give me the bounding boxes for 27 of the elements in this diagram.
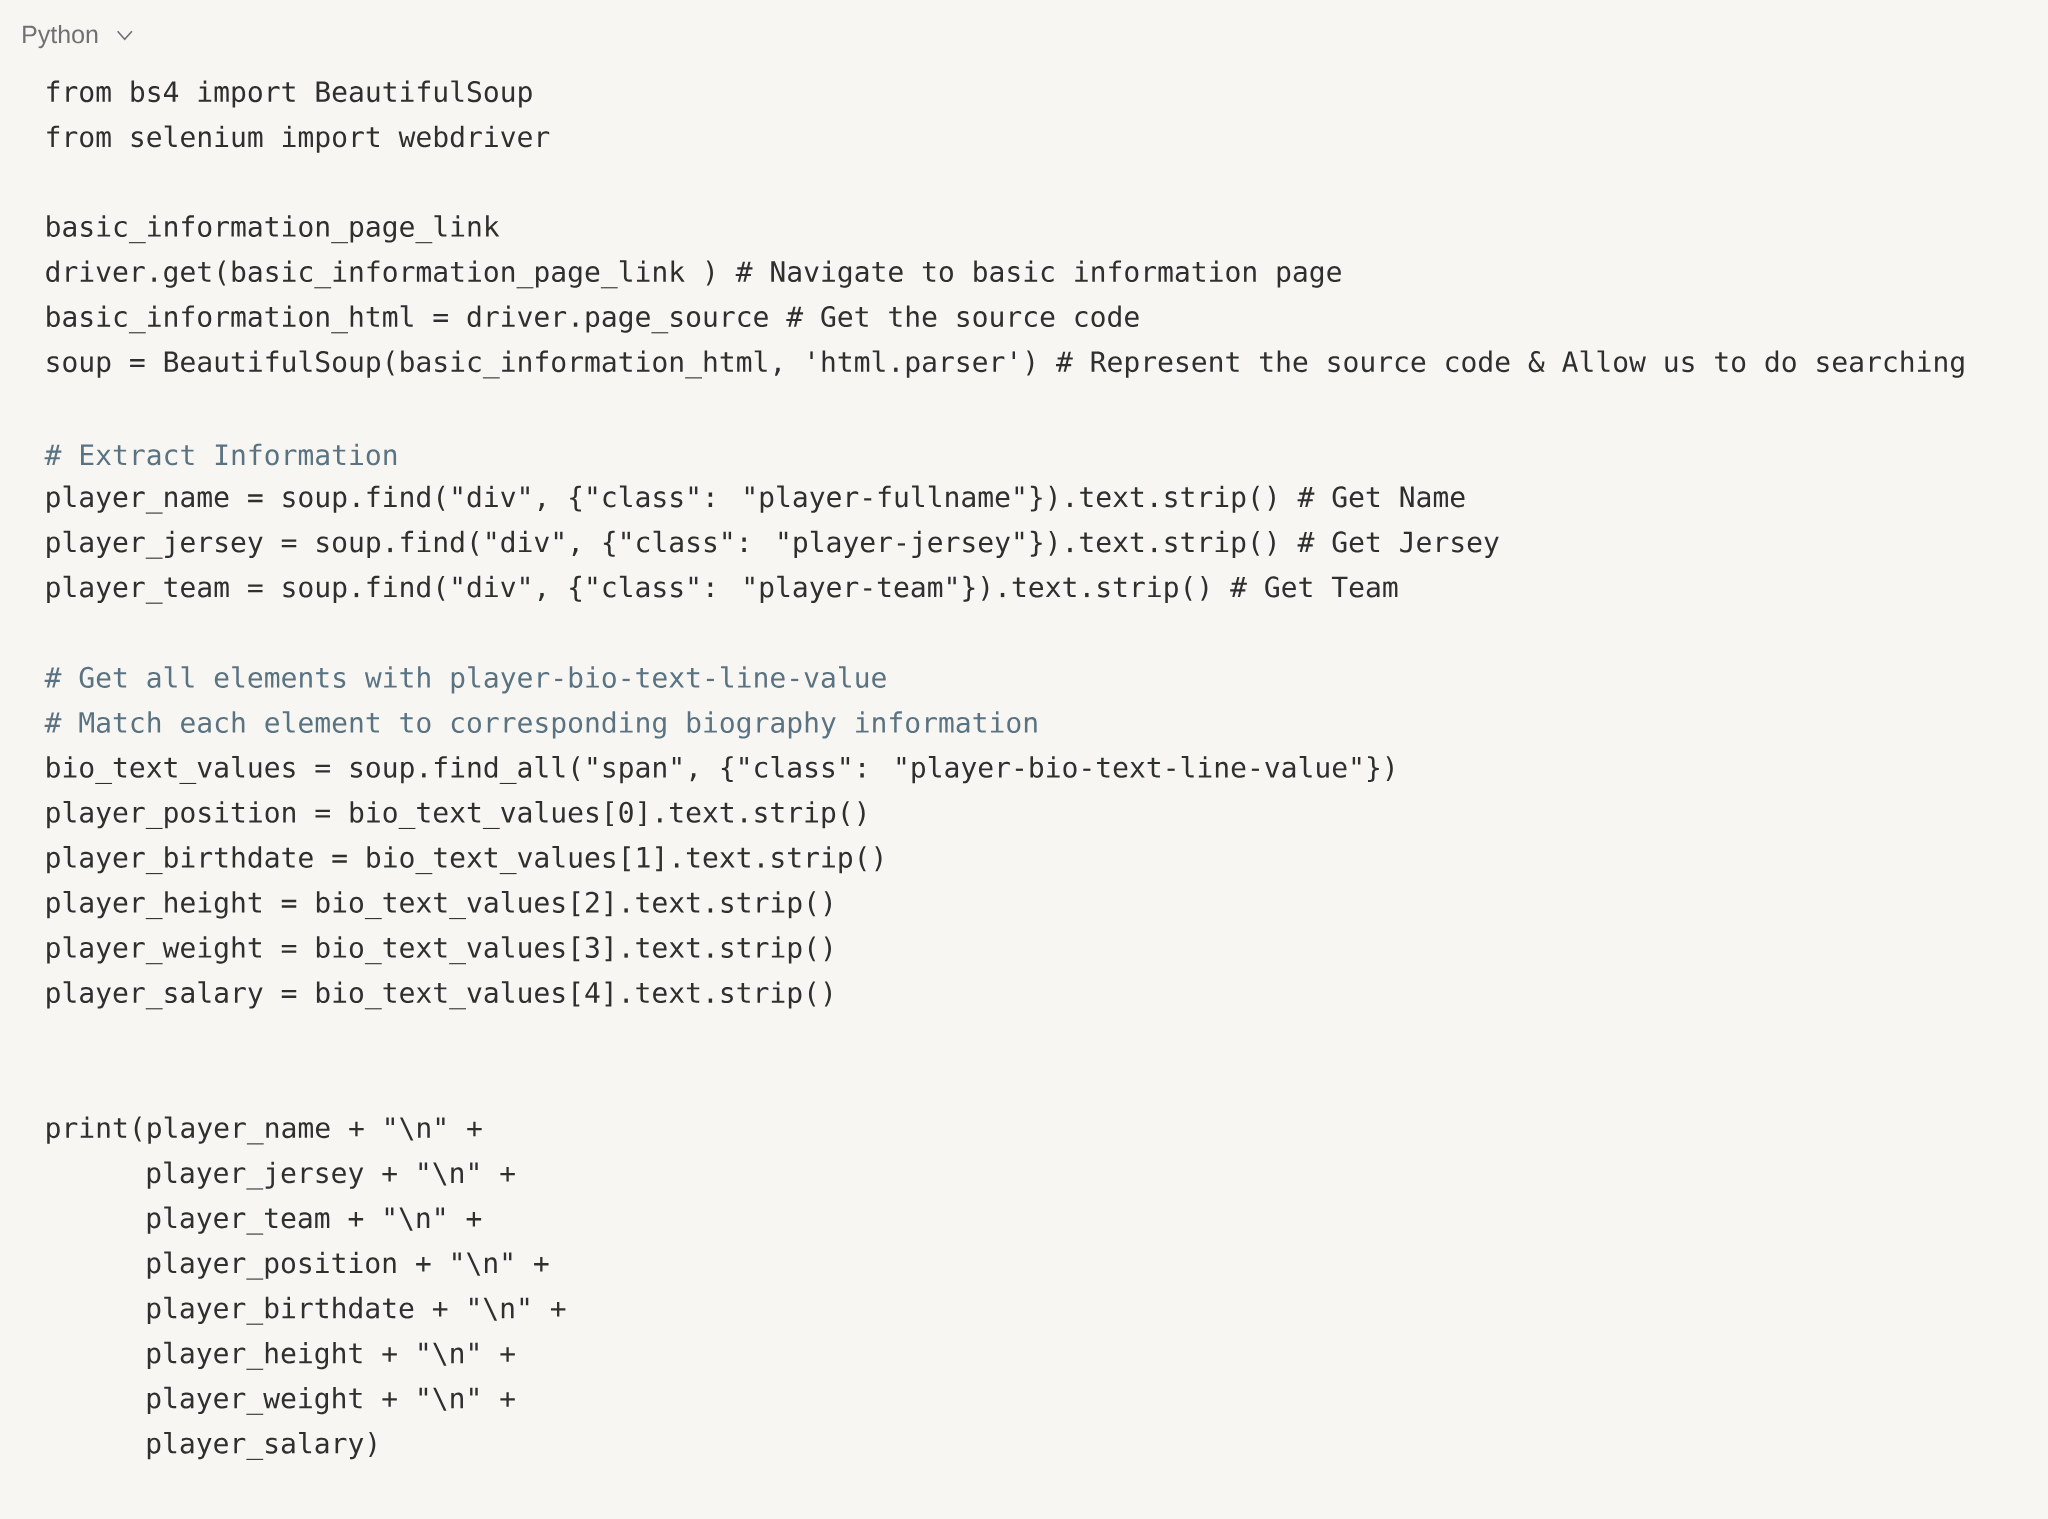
- code-line: from selenium import webdriver: [47, 125, 550, 153]
- code-line: player_height + "\n" +: [147, 1341, 515, 1370]
- code-line: player_team = soup.find("div", {"class": "player-team"}).text.strip() # Get Team: [47, 575, 1398, 604]
- code-line: player_jersey + "\n" +: [147, 1161, 515, 1190]
- code-line: player_salary = bio_text_values[4].text.strip(): [47, 981, 831, 1010]
- code-line: driver.get(basic_information_page_link ) # Navigate to basic information page: [46, 260, 1341, 289]
- code-line: player_position = bio_text_values[0].text.strip(): [47, 801, 865, 830]
- code-line: player_name = soup.find("div", {"class": "player-fullname"}).text.strip() # Get Name: [47, 485, 1465, 514]
- code-line: # Extract Information: [44, 443, 397, 466]
- code-line: basic_information_page_link: [47, 215, 500, 244]
- code-line: player_position + "\n" +: [147, 1251, 549, 1280]
- code-line: from bs4 import BeautifulSoup: [47, 80, 532, 108]
- code-line: bio_text_values = soup.find_all("span", {"class": "player-bio-text-line-value"}): [47, 756, 1393, 785]
- language-label: Python: [23, 24, 98, 49]
- code-line: player_jersey = soup.find("div", {"class": "player-jersey"}).text.strip() # Get Jersey: [47, 530, 1499, 559]
- code-line: print(player_name + "\n" +: [47, 1116, 482, 1145]
- code-line: soup = BeautifulSoup(basic_information_html, 'html.parser') # Represent the source code & Allow us to do searching: [47, 350, 1964, 379]
- code-line: # Match each element to corresponding biography information: [44, 711, 1037, 739]
- code-line: player_weight + "\n" +: [147, 1386, 515, 1415]
- code-line: # Get all elements with player-bio-text-line-value: [44, 666, 886, 694]
- code-line: player_team + "\n" +: [147, 1206, 482, 1235]
- code-line: player_birthdate + "\n" +: [147, 1296, 566, 1325]
- code-line: player_birthdate = bio_text_values[1].text.strip(): [47, 846, 882, 875]
- code-line: basic_information_html = driver.page_source # Get the source code: [47, 305, 1139, 334]
- code-line: player_salary): [147, 1431, 376, 1460]
- code-line: player_height = bio_text_values[2].text.strip(): [47, 891, 831, 920]
- code-line: player_weight = bio_text_values[3].text.strip(): [47, 936, 831, 965]
